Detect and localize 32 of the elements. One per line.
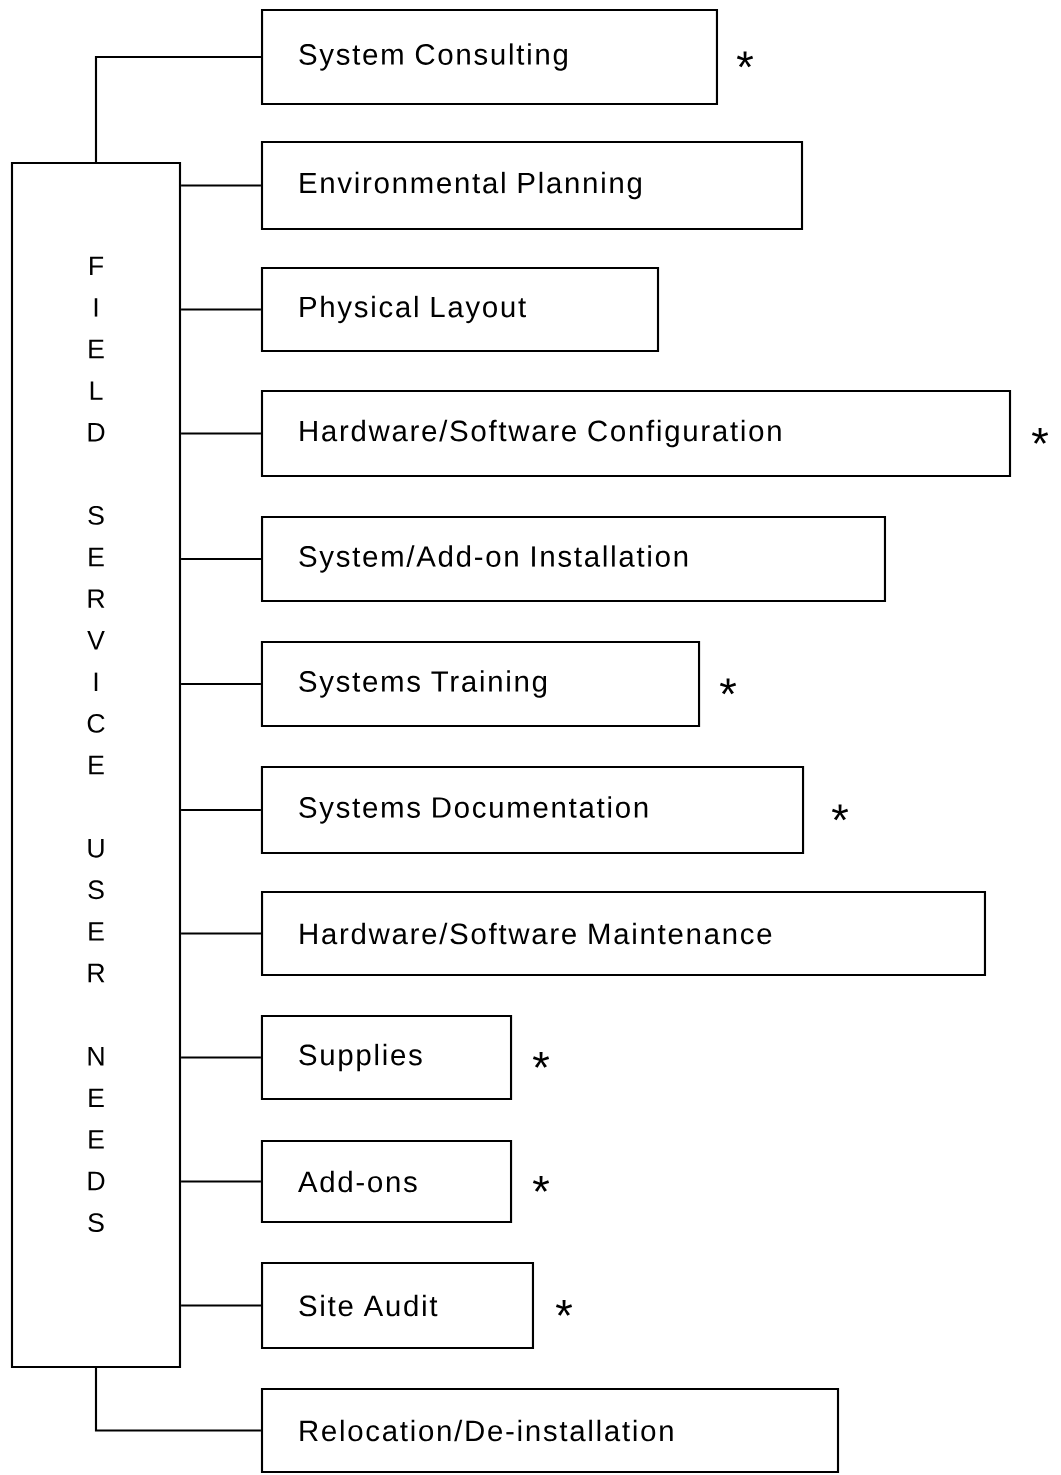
- connector-line: [181, 808, 261, 812]
- service-box: Add-ons: [260, 1139, 513, 1224]
- connector-line: [181, 932, 261, 935]
- service-box: Relocation/De-installation: [260, 1388, 840, 1474]
- asterisk: *: [555, 1299, 573, 1316]
- service-box: System Consulting: [260, 8, 719, 106]
- asterisk: *: [532, 1051, 550, 1068]
- service-box: Environmental Planning: [260, 140, 804, 231]
- connector-line: [181, 1056, 261, 1059]
- connector-line: [181, 1304, 261, 1307]
- service-box: Physical Layout: [260, 266, 660, 353]
- asterisk: *: [736, 51, 754, 68]
- service-box: Site Audit: [260, 1261, 535, 1350]
- service-box: Systems Training: [260, 640, 701, 728]
- connector-line: [94, 1368, 261, 1432]
- connector-line: [181, 308, 261, 311]
- connector-line: [94, 55, 261, 162]
- asterisk: *: [1031, 427, 1049, 444]
- service-box: Supplies: [260, 1015, 513, 1101]
- connector-line: [181, 432, 261, 435]
- connector-line: [181, 184, 261, 187]
- service-box: System/Add-on Installation: [260, 515, 887, 603]
- connector-line: [181, 682, 261, 686]
- asterisk: *: [719, 678, 737, 695]
- connector-line: [181, 1180, 261, 1183]
- asterisk: *: [532, 1175, 550, 1192]
- connector-line: [181, 557, 261, 561]
- asterisk: *: [831, 804, 849, 821]
- service-box: Hardware/Software Maintenance: [260, 891, 987, 977]
- vertical-box: FIELD SERVICE USER NEEDS: [10, 161, 182, 1369]
- service-box: Hardware/Software Configuration: [260, 389, 1012, 478]
- service-box: Systems Documentation: [260, 765, 805, 855]
